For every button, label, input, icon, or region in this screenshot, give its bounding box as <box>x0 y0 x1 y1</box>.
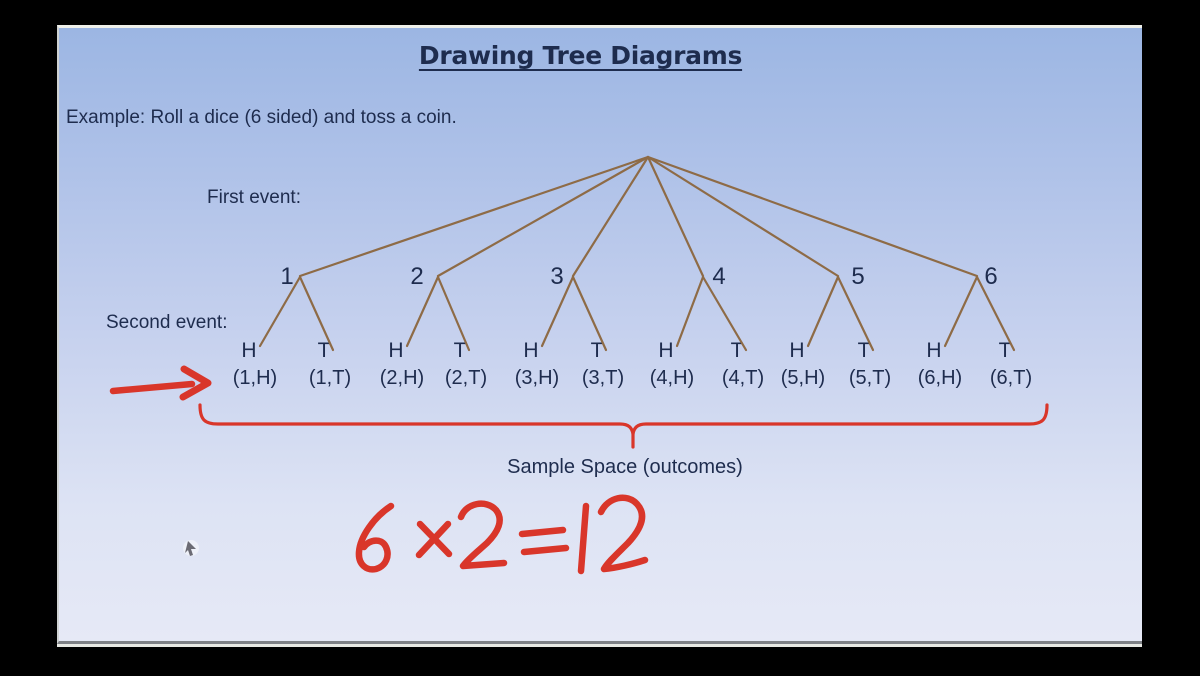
outcome-label: (5,T) <box>848 367 892 389</box>
coin-branch-label: T <box>317 339 331 362</box>
coin-branch-label: H <box>789 339 805 362</box>
coin-branch-label: H <box>241 339 257 362</box>
outcome-label: (5,H) <box>780 367 826 389</box>
coin-branch-label: T <box>453 339 467 362</box>
dice-node-label: 6 <box>984 263 998 290</box>
outcome-label: (3,H) <box>514 367 560 389</box>
outcome-label: (4,H) <box>649 367 695 389</box>
equation-text: 6 × 2 = 12 <box>0 0 1 1</box>
coin-branch-label: H <box>658 339 674 362</box>
outcome-label: (1,T) <box>308 367 352 389</box>
dice-node-label: 4 <box>712 263 726 290</box>
coin-branch-label: H <box>523 339 539 362</box>
coin-branch-label: T <box>730 339 744 362</box>
coin-branch-label: T <box>590 339 604 362</box>
coin-branch-label: T <box>998 339 1012 362</box>
dice-node-label: 2 <box>410 263 424 290</box>
frame-bottom-edge <box>57 644 1142 647</box>
dice-node-label: 5 <box>851 263 865 290</box>
sample-space-label: Sample Space (outcomes) <box>507 456 743 478</box>
coin-branch-label: H <box>388 339 404 362</box>
outcome-label: (2,H) <box>379 367 425 389</box>
outcome-label: (1,H) <box>232 367 278 389</box>
example-text: Example: Roll a dice (6 sided) and toss … <box>66 107 457 128</box>
page-title: Drawing Tree Diagrams <box>418 41 743 70</box>
outcome-label: (4,T) <box>721 367 765 389</box>
outcome-label: (6,T) <box>989 367 1033 389</box>
outcome-label: (3,T) <box>581 367 625 389</box>
coin-branch-label: H <box>926 339 942 362</box>
dice-node-label: 1 <box>280 263 294 290</box>
coin-branch-label: T <box>857 339 871 362</box>
dice-node-label: 3 <box>550 263 564 290</box>
second-event-label: Second event: <box>106 312 228 333</box>
first-event-label: First event: <box>207 187 301 208</box>
outcome-label: (2,T) <box>444 367 488 389</box>
outcome-label: (6,H) <box>917 367 963 389</box>
